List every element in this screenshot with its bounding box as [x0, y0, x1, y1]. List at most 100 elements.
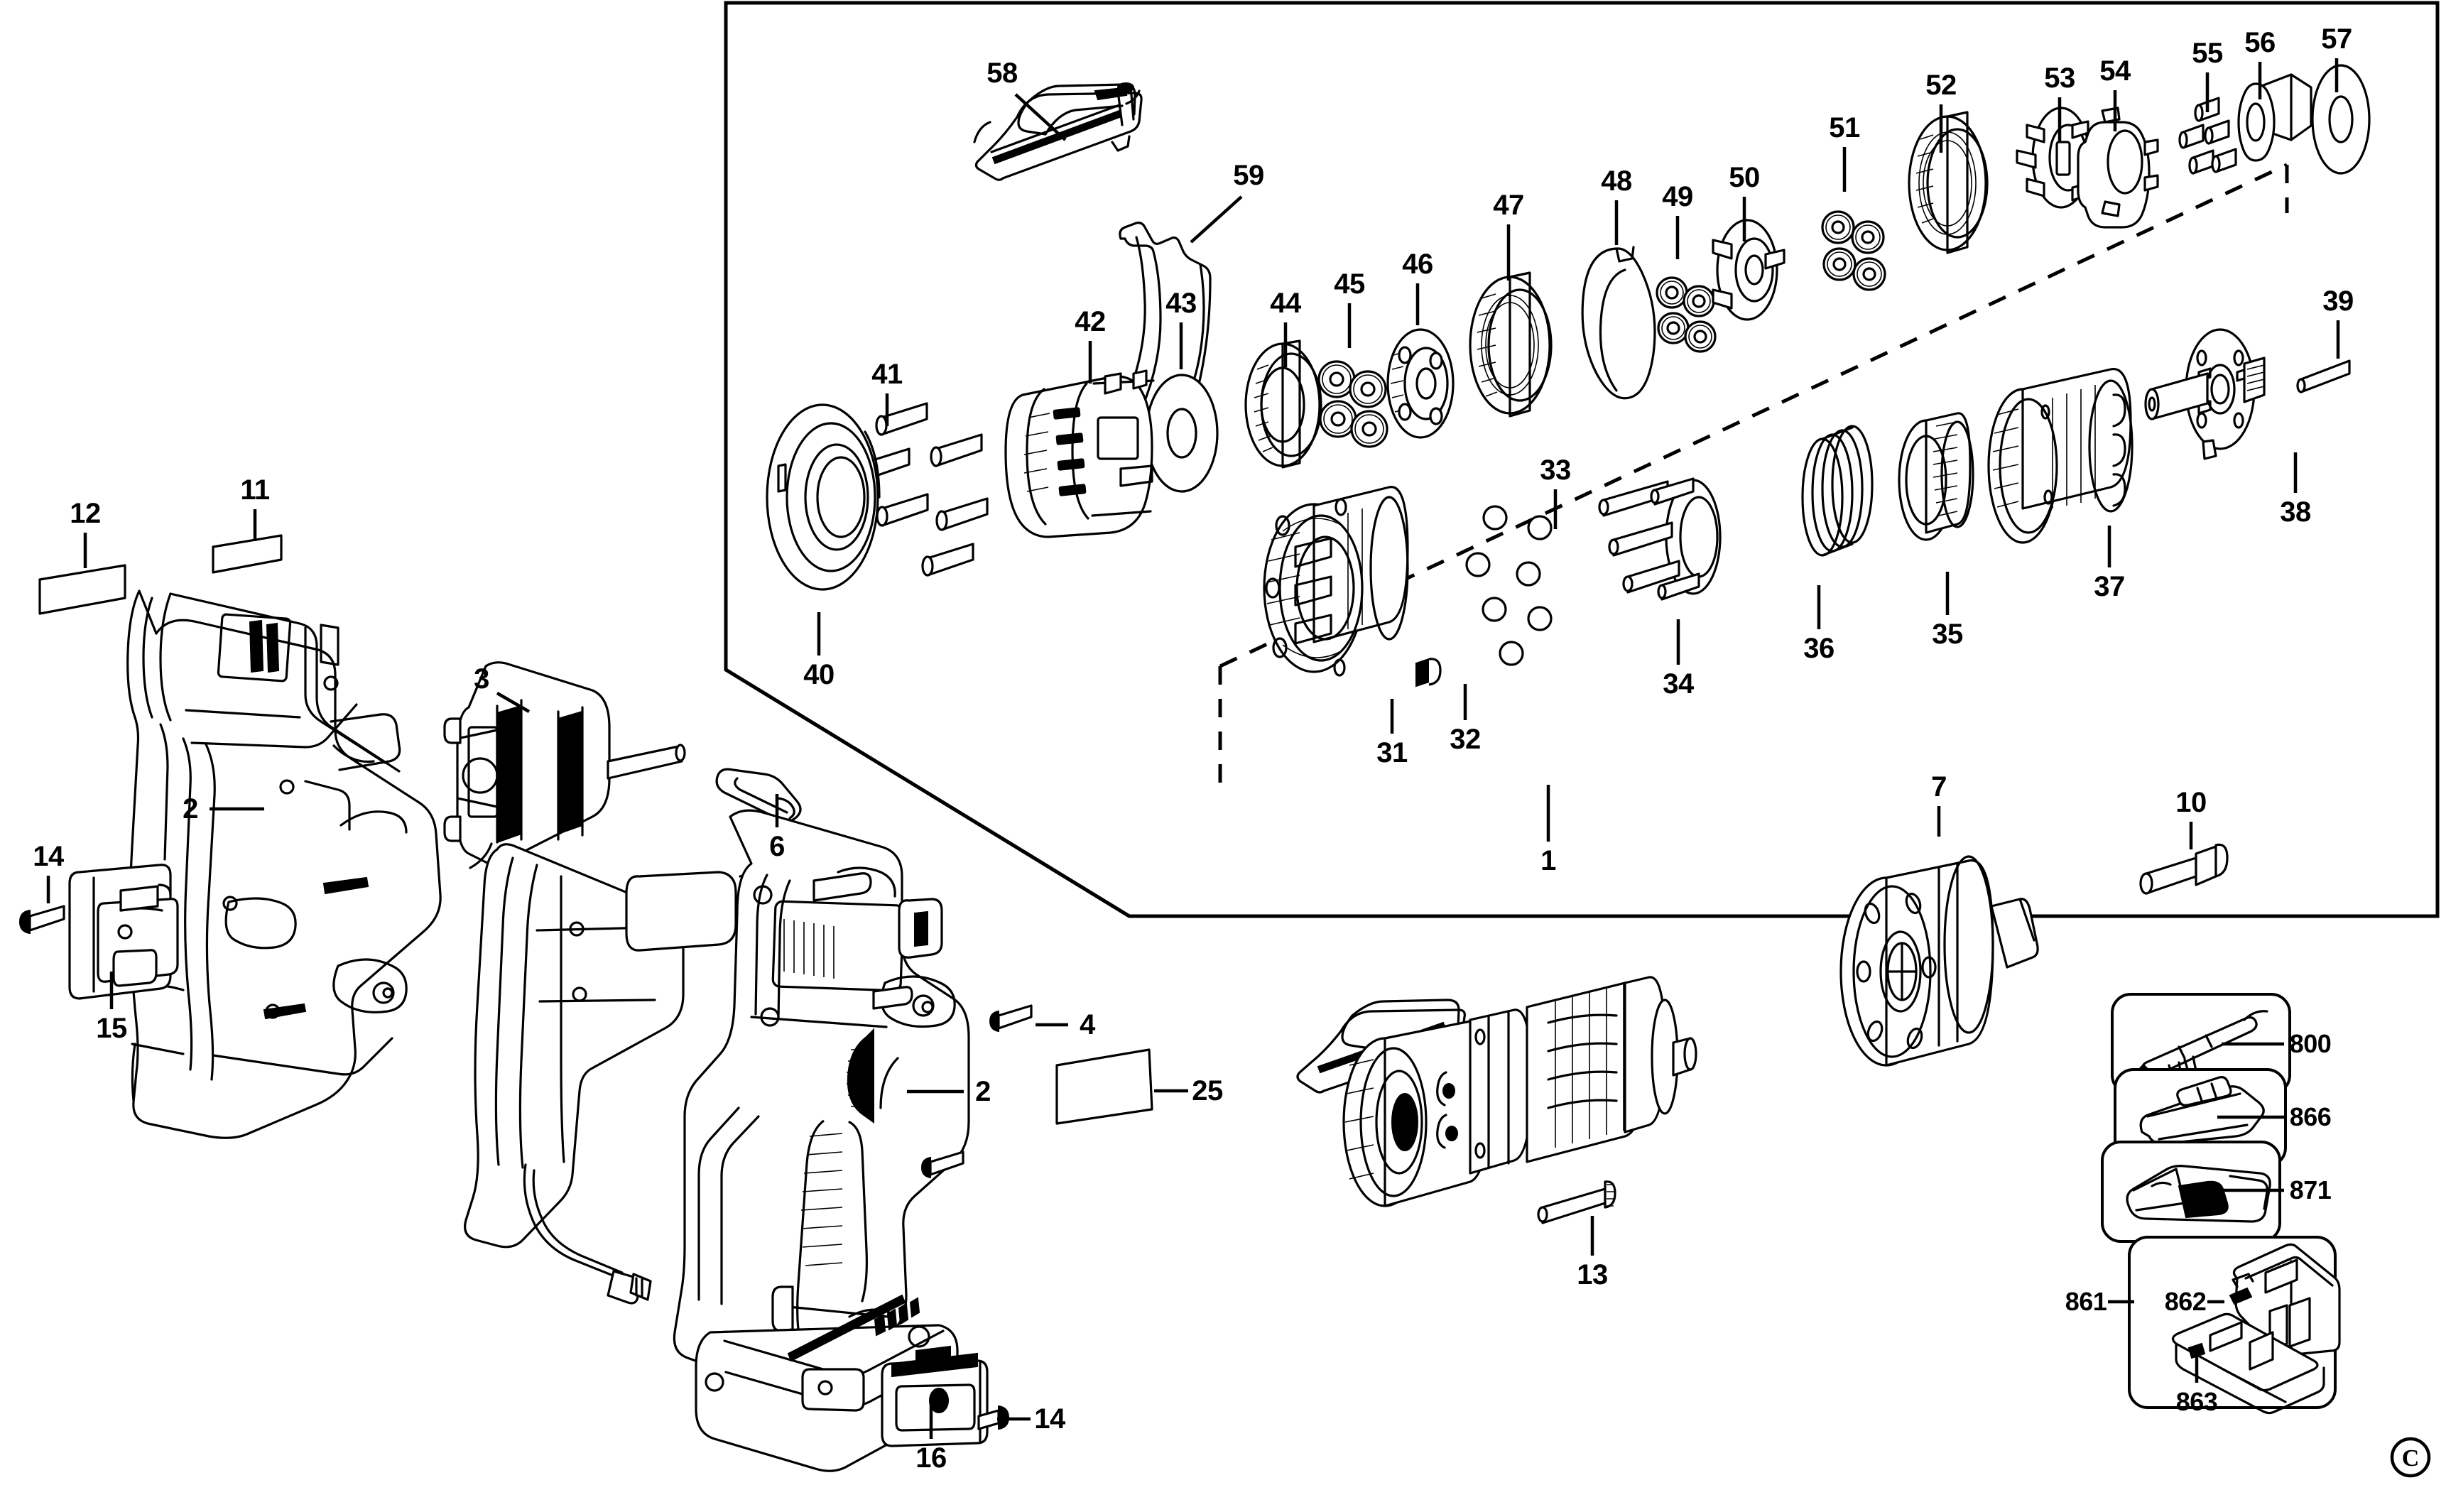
copyright-mark: C	[2390, 1437, 2431, 1478]
part-32-detent-pin	[1415, 658, 1442, 687]
part-34-planet-plate	[1598, 477, 1722, 601]
part-7-chuck	[1839, 855, 2039, 1067]
part-55-pins	[2178, 97, 2237, 175]
callout-number-13: 13	[1577, 1259, 1608, 1290]
callout-number-46: 46	[1402, 249, 1433, 280]
part-46-planet-carrier	[1386, 328, 1455, 439]
planet-gear-a	[1317, 360, 1356, 398]
callout-number-48: 48	[1601, 165, 1632, 197]
callout-number-1: 1	[1540, 845, 1556, 876]
part-48-notched-washer	[1581, 246, 1656, 400]
pinion-c	[1657, 312, 1690, 344]
pinion-51-b	[1851, 220, 1885, 254]
callout-number-51: 51	[1829, 112, 1860, 143]
callout-number-39: 39	[2322, 285, 2354, 317]
part-4-housing-screws	[920, 1004, 1033, 1179]
callout-number-47: 47	[1493, 190, 1524, 221]
callout-number-42: 42	[1075, 306, 1106, 337]
callout-number-50: 50	[1729, 162, 1760, 193]
callout-number-43: 43	[1165, 288, 1197, 319]
callout-number-38: 38	[2280, 496, 2311, 528]
part-35-clutch-collar	[1898, 412, 1974, 541]
planet-gear-c	[1319, 400, 1357, 438]
planet-gear-b	[1349, 370, 1387, 408]
svg-text:C: C	[2402, 1445, 2420, 1472]
part-51-pinion-set	[1821, 210, 1886, 291]
callout-number-6: 6	[769, 831, 785, 862]
callout-number-57: 57	[2321, 23, 2352, 55]
callout-number-3: 3	[474, 663, 489, 695]
callout-number-7: 7	[1931, 771, 1947, 803]
callout-number-14: 14	[1034, 1403, 1065, 1435]
callout-number-4: 4	[1080, 1009, 1095, 1040]
callout-number-11: 11	[240, 474, 270, 506]
callout-number-56: 56	[2244, 27, 2276, 58]
callout-number-54: 54	[2099, 55, 2131, 87]
callout-number-14: 14	[33, 841, 64, 872]
callout-number-12: 12	[70, 498, 101, 529]
part-14-screw-left	[18, 905, 65, 935]
callout-number-863: 863	[2175, 1387, 2218, 1416]
part-42-motor-housing	[1004, 369, 1155, 538]
part-37-gearcase-shell	[1987, 368, 2134, 544]
part-36-spring-washers	[1801, 425, 1874, 557]
part-14b-screw-bottom	[977, 1405, 1010, 1430]
callout-number-37: 37	[2094, 571, 2125, 602]
part-2-housing-left	[125, 589, 442, 1139]
assembly-frame-lower-edge	[724, 668, 1131, 918]
callout-number-2: 2	[975, 1076, 991, 1107]
callout-number-16: 16	[915, 1442, 947, 1474]
callout-number-32: 32	[1450, 724, 1481, 755]
callout-number-862: 862	[2164, 1287, 2207, 1316]
part-33-ball-bearings	[1465, 505, 1553, 666]
part-31-gearbox-assembly	[1263, 486, 1409, 677]
part-54-mode-ring	[2077, 107, 2159, 229]
part-43-flat-washer	[1145, 374, 1219, 493]
part-16-terminal-block	[881, 1345, 989, 1447]
callout-number-2: 2	[183, 793, 198, 825]
callout-number-44: 44	[1270, 288, 1301, 319]
part-3-motor-assembly	[443, 661, 777, 1305]
callout-number-41: 41	[871, 359, 903, 390]
part-40-bearing-shell	[766, 403, 881, 591]
part-57-large-washer	[2311, 64, 2371, 175]
part-49-pinion-gears	[1656, 276, 1717, 353]
callout-leader-3	[496, 692, 531, 713]
part-52-third-stage-ring-gear	[1908, 111, 1989, 254]
callout-number-861: 861	[2065, 1287, 2107, 1316]
part-38-output-spindle	[2144, 328, 2266, 460]
callout-number-52: 52	[1925, 70, 1957, 101]
callout-number-25: 25	[1192, 1075, 1223, 1106]
assembly-frame-border	[724, 1, 2440, 918]
pinion-51-c	[1822, 247, 1857, 281]
part-45-planet-gears	[1317, 360, 1388, 448]
callout-number-866: 866	[2289, 1102, 2332, 1131]
part-11-rating-label	[212, 534, 283, 574]
part-44-ring-gear	[1244, 339, 1322, 469]
callout-number-36: 36	[1803, 633, 1835, 664]
part-58-switch-cover	[973, 82, 1143, 181]
pinion-a	[1656, 276, 1688, 309]
callout-number-35: 35	[1932, 619, 1963, 650]
callout-number-34: 34	[1663, 668, 1694, 700]
callout-number-59: 59	[1233, 160, 1264, 191]
part-10-chuck-screw	[2139, 843, 2229, 895]
kit-box-861	[2128, 1236, 2341, 1415]
part-56-hex-collar	[2237, 73, 2312, 162]
planet-gear-d	[1350, 410, 1388, 448]
callout-number-53: 53	[2044, 62, 2075, 94]
callout-number-31: 31	[1376, 737, 1408, 768]
callout-leader-59	[1190, 195, 1243, 244]
part-13-gearbox-screw	[1537, 1180, 1616, 1224]
part-25-warning-label	[1055, 1048, 1153, 1125]
part-12-nameplate	[38, 564, 126, 615]
part-1-transmission-assembly	[1296, 976, 1697, 1207]
callout-number-33: 33	[1540, 455, 1571, 486]
part-50-carrier-plate	[1712, 219, 1785, 321]
part-39-shaft-pin	[2296, 359, 2351, 393]
callout-number-58: 58	[986, 58, 1018, 89]
part-15-belt-hook	[68, 864, 179, 1000]
callout-number-10: 10	[2175, 787, 2207, 818]
